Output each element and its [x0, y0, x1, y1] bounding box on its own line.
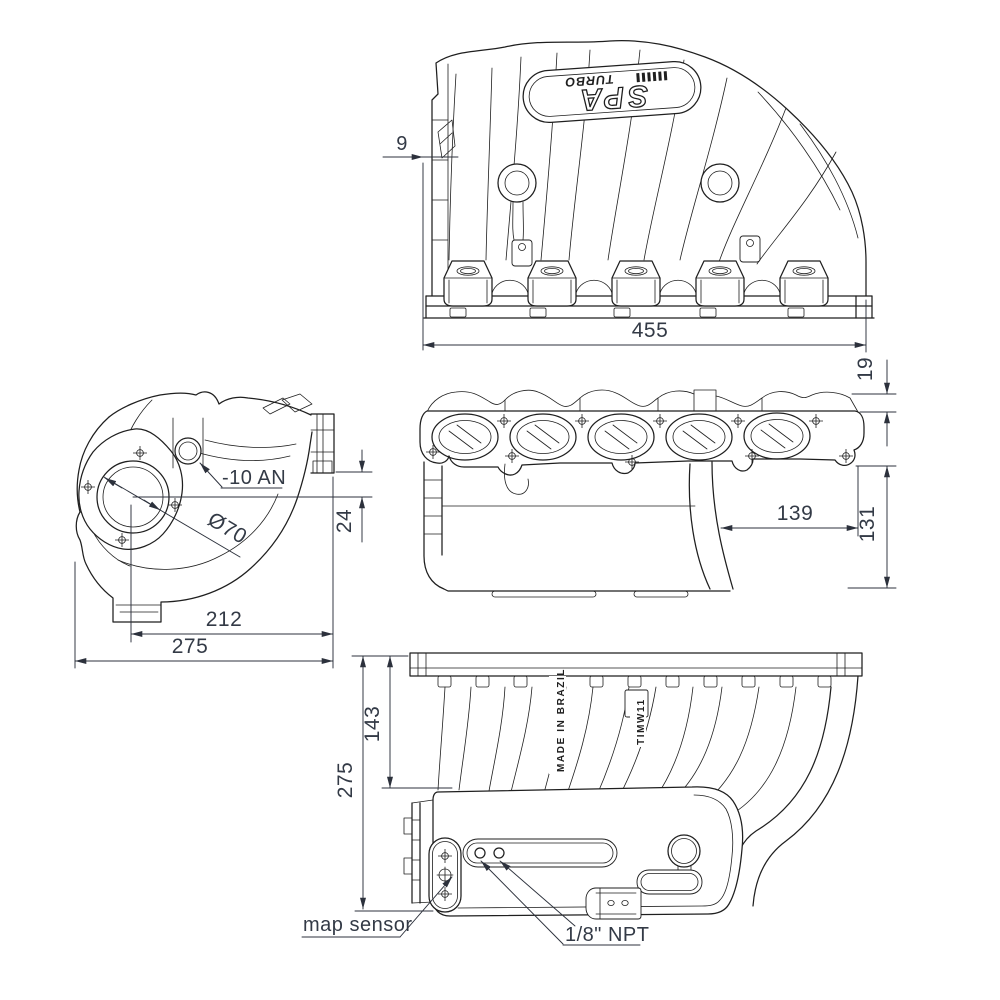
dim-overall-width: 455: [422, 299, 867, 353]
dim-throttle-drop: 24: [132, 449, 373, 543]
dim-overall-height: 275: [334, 655, 434, 912]
map-sensor-label: map sensor: [303, 914, 413, 936]
cast-lettering: MADE IN BRAZIL TIMW11: [549, 668, 647, 774]
injector-boss: [611, 260, 661, 307]
casting-code-text: TIMW11: [636, 698, 647, 745]
dim-212-label: 212: [206, 608, 243, 631]
throttle-inlet-fitting: [262, 393, 335, 474]
vacuum-port-cluster: [585, 834, 703, 920]
dim-body-height: 131: [847, 465, 897, 589]
dim-24-label: 24: [333, 509, 356, 533]
npt-label: 1/8" NPT: [565, 924, 649, 946]
brand-text: SPA: [576, 79, 650, 117]
intake-port: [431, 413, 499, 461]
dim-9-label: 9: [396, 133, 408, 155]
injector-boss: [443, 260, 493, 307]
vacuum-boss-left: [497, 163, 537, 267]
callout-npt-ports: 1/8" NPT: [480, 860, 649, 946]
an-fitting-label: -10 AN: [222, 467, 286, 489]
dim-131-label: 131: [856, 506, 879, 543]
flange-clips: [437, 675, 832, 688]
intake-port: [743, 412, 811, 460]
view-end: -10 AN Ø70 24 212 275: [74, 391, 373, 669]
front-plenum-body: [423, 461, 734, 598]
dim-143-label: 143: [361, 706, 384, 743]
view-front: 19 139 131: [419, 357, 897, 598]
npt-slot: [462, 838, 618, 868]
map-sensor-boss: [428, 837, 462, 913]
dim-plenum-height: 143: [351, 655, 453, 789]
injector-boss: [779, 260, 829, 307]
injector-boss: [695, 260, 745, 307]
callout-map-sensor: map sensor: [301, 876, 453, 938]
npt-hole: [474, 847, 486, 859]
front-flange: [419, 410, 865, 476]
dia-70-label: Ø70: [204, 508, 251, 549]
intake-port: [665, 413, 733, 461]
brand-sub-text: TURBO: [564, 72, 614, 89]
an-fitting-port: [172, 417, 204, 469]
view-bottom: MADE IN BRAZIL TIMW11: [301, 652, 863, 946]
intake-ports: [431, 412, 811, 461]
injector-bosses: [443, 260, 829, 307]
view-side: SPA TURBO 9 455: [382, 40, 875, 353]
side-view-outline: [431, 40, 867, 297]
front-runner-scallops: [426, 389, 859, 413]
brand-bars: [636, 71, 668, 83]
dim-rail-offset: 9: [382, 133, 459, 351]
vacuum-boss-right: [700, 163, 761, 263]
dim-overall-depth: 275: [74, 561, 334, 669]
npt-hole: [493, 847, 505, 859]
dim-center-depth: 212: [130, 476, 334, 669]
dim-runner-offset: 139: [720, 465, 859, 537]
callout-an-fitting: -10 AN: [199, 462, 286, 489]
brand-badge: SPA TURBO: [522, 60, 702, 124]
dim-275b-label: 275: [334, 762, 357, 799]
dim-275-label: 275: [172, 635, 209, 658]
made-in-brazil-text: MADE IN BRAZIL: [556, 668, 567, 772]
dim-455-label: 455: [632, 319, 669, 342]
dim-flange-step: 19: [851, 357, 897, 447]
injector-boss: [527, 260, 577, 307]
bottom-flange-bar: [409, 652, 863, 688]
intake-port: [509, 413, 577, 461]
dim-19-label: 19: [854, 357, 877, 381]
intake-port: [587, 413, 655, 461]
dim-139-label: 139: [777, 502, 814, 525]
